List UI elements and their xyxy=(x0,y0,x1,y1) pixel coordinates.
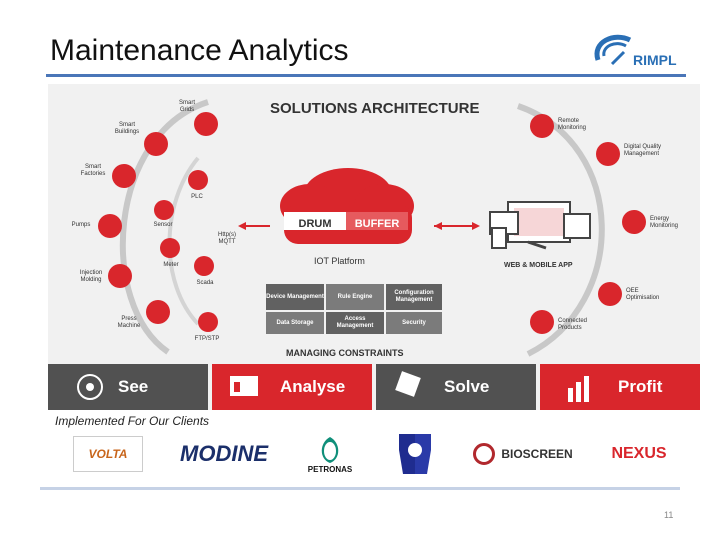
client-logo-bioscreen: BIOSCREEN xyxy=(464,430,582,478)
analyse-icon xyxy=(230,376,258,396)
iot-platform-label: IOT Platform xyxy=(314,256,365,266)
ftp-stp-icon xyxy=(198,312,218,332)
module-cell: Device Management xyxy=(266,284,324,310)
cloud-icon xyxy=(280,168,414,244)
meter-icon xyxy=(160,238,180,258)
client-logo-volta: VOLTA xyxy=(70,430,146,478)
logo-text: VOLTA xyxy=(88,447,128,461)
connected-products-icon xyxy=(530,310,554,334)
module-cell: Data Storage xyxy=(266,312,324,334)
web-mobile-screens-icon xyxy=(489,201,591,250)
stage-solve: Solve xyxy=(444,364,489,410)
node-label: Energy Monitoring xyxy=(650,216,679,229)
press-machine-icon xyxy=(146,300,170,324)
node-label: Injection Molding xyxy=(79,270,103,283)
remote-monitoring-icon xyxy=(530,114,554,138)
smart-factories-icon xyxy=(112,164,136,188)
digital-quality-icon xyxy=(596,142,620,166)
module-cell: Configuration Management xyxy=(386,284,442,310)
managing-constraints-label: MANAGING CONSTRAINTS xyxy=(286,348,404,358)
logo-text: MODINE xyxy=(180,441,268,466)
client-logo-nexus: NEXUS xyxy=(604,430,674,478)
stage-label: Solve xyxy=(444,377,490,396)
diagram-graphics xyxy=(48,99,700,410)
web-mobile-app-label: WEB & MOBILE APP xyxy=(504,262,573,269)
cloud-label-drum: DRUM xyxy=(298,218,332,230)
stage-analyse: Analyse xyxy=(280,364,345,410)
injection-molding-icon xyxy=(108,264,132,288)
module-cell: Rule Engine xyxy=(326,284,384,310)
node-label: FTP/STP xyxy=(194,336,220,342)
smart-buildings-icon xyxy=(144,132,168,156)
client-logo-petronas: PETRONAS xyxy=(300,430,360,478)
architecture-heading: SOLUTIONS ARCHITECTURE xyxy=(270,100,480,117)
bioscreen-mark-icon xyxy=(473,443,496,465)
logo-text: BIOSCREEN xyxy=(501,447,573,461)
rimpl-logo-icon xyxy=(594,34,632,66)
page-number: 11 xyxy=(664,510,674,520)
node-label: Pumps xyxy=(71,222,91,228)
node-label: Smart Grids xyxy=(178,100,195,113)
logo-text: PETRONAS xyxy=(307,464,353,474)
node-label: Digital Quality Management xyxy=(624,144,662,157)
client-logo-emblem xyxy=(390,430,440,478)
node-label: Smart Buildings xyxy=(114,122,140,135)
module-cell: Access Management xyxy=(326,312,384,334)
node-label: Press Machine xyxy=(117,316,141,329)
node-label: Remote Monitoring xyxy=(558,118,587,131)
scada-icon xyxy=(194,256,214,276)
petronas-emblem-icon xyxy=(321,436,339,463)
stage-label: Profit xyxy=(618,377,663,396)
profit-icon xyxy=(568,376,589,402)
oee-optimisation-icon xyxy=(598,282,622,306)
node-label: Smart Factories xyxy=(80,164,106,177)
slide-title: Maintenance Analytics xyxy=(50,34,349,67)
logo-text: NEXUS xyxy=(611,445,667,462)
brand-name: RIMPL xyxy=(633,52,677,68)
node-label: Sensor xyxy=(153,222,173,228)
node-label: Connected Products xyxy=(558,318,588,331)
node-label: Scada xyxy=(196,280,214,286)
energy-monitoring-icon xyxy=(622,210,646,234)
node-label: Meter xyxy=(163,262,179,268)
module-cell: Security xyxy=(386,312,442,334)
client-logo-modine: MODINE xyxy=(168,430,280,478)
stage-label: Analyse xyxy=(280,377,346,396)
node-label: OEE Optimisation xyxy=(626,288,660,301)
stage-label: See xyxy=(118,377,149,396)
node-label: Http(s) MQTT xyxy=(218,232,236,245)
footer-rule xyxy=(40,487,680,490)
emblem-icon xyxy=(399,434,431,474)
node-label: PLC xyxy=(191,194,203,200)
solve-icon xyxy=(395,371,421,397)
stage-profit: Profit xyxy=(618,364,662,410)
smart-grids-icon xyxy=(194,112,218,136)
stage-see: See xyxy=(118,364,148,410)
clients-heading: Implemented For Our Clients xyxy=(55,414,210,428)
solutions-architecture-diagram: SOLUTIONS ARCHITECTURE Smart Grids Smart… xyxy=(48,84,700,410)
cloud-label-buffer: BUFFER xyxy=(354,218,400,230)
sensor-icon xyxy=(154,200,174,220)
title-rule xyxy=(46,74,686,77)
pumps-icon xyxy=(98,214,122,238)
see-icon xyxy=(77,374,103,400)
plc-icon xyxy=(188,170,208,190)
